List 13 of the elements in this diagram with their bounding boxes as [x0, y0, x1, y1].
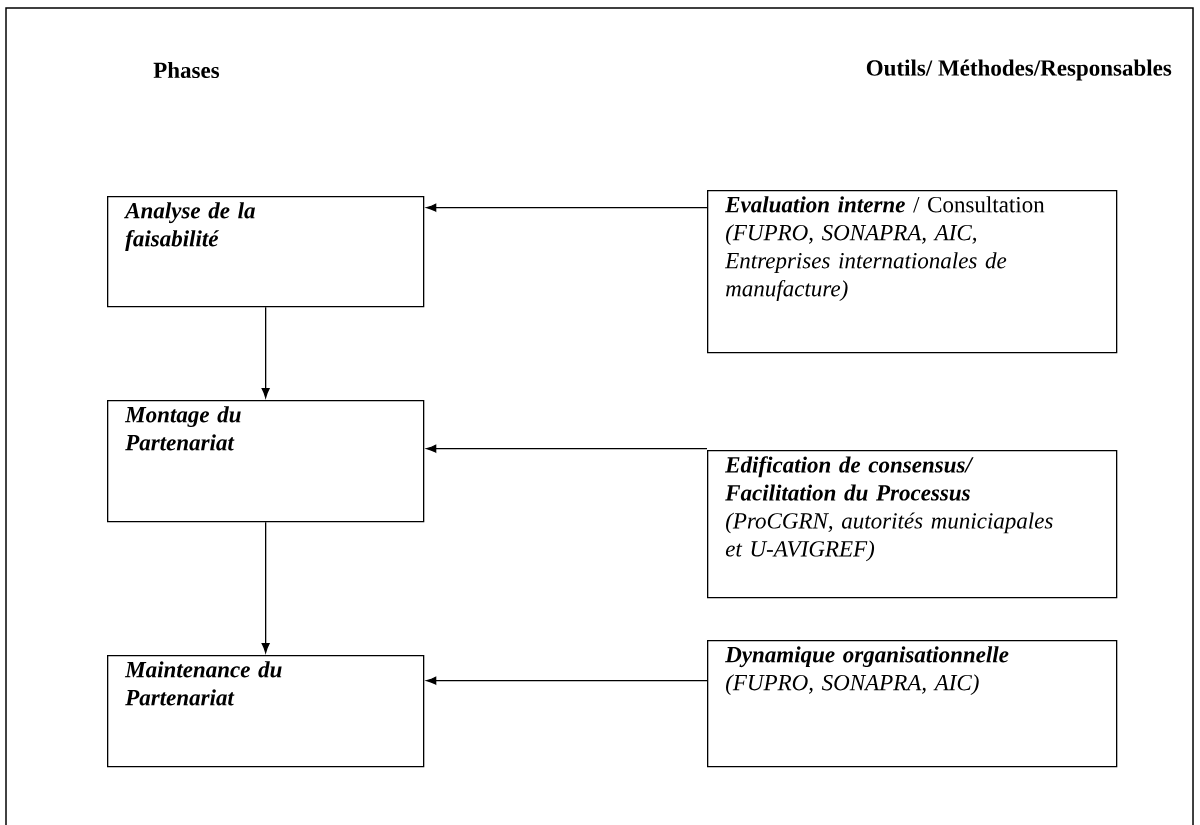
arrow [261, 306, 270, 398]
method-box: Dynamique organisationnelle (FUPRO, SONAPRA, AIC) [707, 640, 1118, 768]
phase-box: Maintenance du Partenariat [107, 655, 425, 768]
column-heading: Outils/ Méthodes/Responsables [866, 59, 1172, 81]
arrow [426, 444, 708, 453]
column-heading: Phases [153, 61, 220, 79]
arrow [426, 203, 708, 212]
arrow [261, 521, 270, 653]
method-box: Evaluation interne / Consultation (FUPRO, SONAPRA, AIC, Entreprises internationales de manufacture) [707, 190, 1118, 354]
phase-box: Montage du Partenariat [107, 400, 425, 523]
phase-box: Analyse de la faisabilité [107, 196, 425, 308]
arrow [426, 676, 708, 685]
method-box: Edification de consensus/ Facilitation du Processus (ProCGRN, autorités municiapales et U-AVIGREF) [707, 450, 1118, 599]
